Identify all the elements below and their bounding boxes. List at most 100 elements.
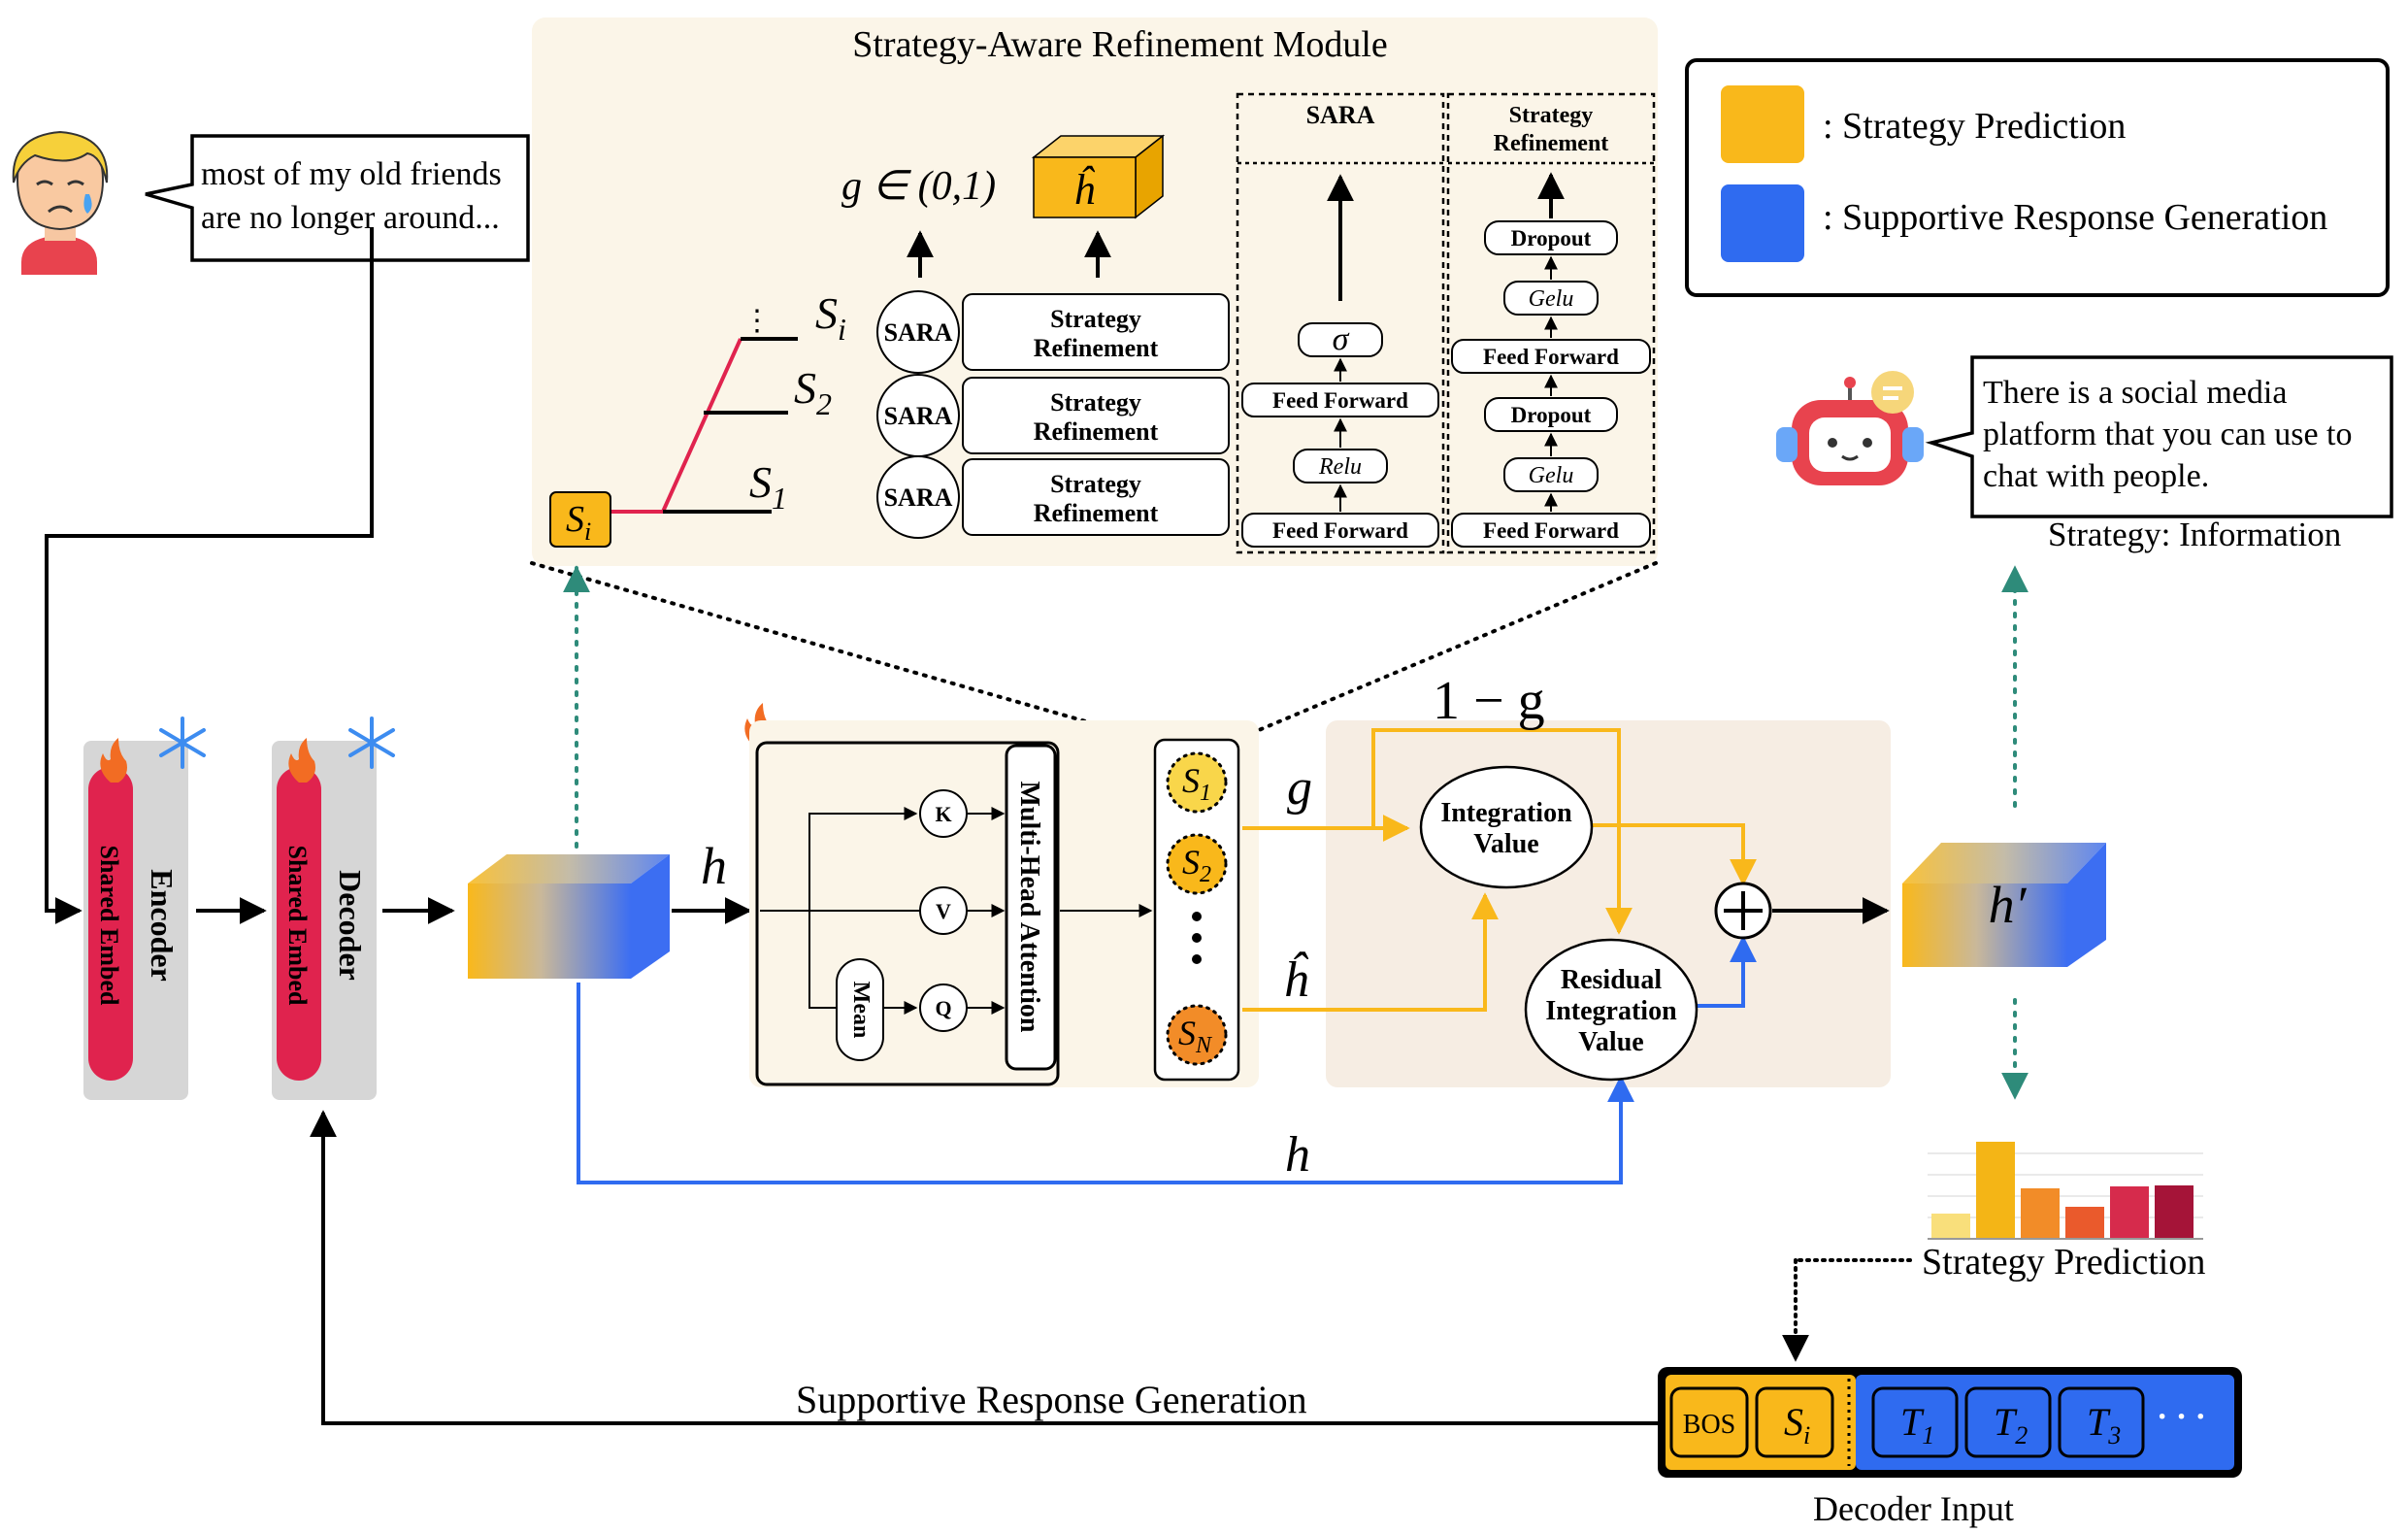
svg-text:T1: T1 <box>1900 1400 1934 1450</box>
svg-text:Gelu: Gelu <box>1529 463 1574 488</box>
svg-text:Feed Forward: Feed Forward <box>1272 388 1408 413</box>
svg-text:BOS: BOS <box>1683 1410 1735 1440</box>
svg-text:Refinement: Refinement <box>1034 417 1159 446</box>
chart-bar-1 <box>1931 1214 1970 1239</box>
svg-text:Multi-Head Attention: Multi-Head Attention <box>1014 782 1044 1033</box>
si-token: Si <box>549 491 611 548</box>
decoder-input-label: Decoder Input <box>1813 1489 2014 1528</box>
svg-text:Encoder: Encoder <box>145 869 180 982</box>
supportive-response-label: Supportive Response Generation <box>796 1378 1307 1421</box>
svg-text:Refinement: Refinement <box>1034 499 1159 527</box>
sara-row-3: SARA Strategy Refinement <box>876 455 1230 539</box>
robot-icon <box>1776 371 1924 485</box>
svg-text:· · ·: · · · <box>2157 1399 2206 1435</box>
svg-text:ĥ: ĥ <box>1073 165 1096 214</box>
encoder-block: Shared Embed Encoder <box>83 741 188 1100</box>
svg-text:V: V <box>936 899 951 923</box>
svg-text:Strategy: Strategy <box>1050 388 1141 417</box>
svg-text:Dropout: Dropout <box>1511 226 1592 250</box>
sara-row-2: SARA Strategy Refinement <box>876 374 1230 457</box>
token-bos <box>1669 1386 1749 1458</box>
h-bottom-label: h <box>1285 1127 1310 1183</box>
chart-bar-2 <box>1976 1142 2015 1239</box>
refinement-module-panel <box>532 17 1658 566</box>
g-label: g <box>1287 760 1312 816</box>
svg-text:most of my old friends: most of my old friends <box>201 156 502 192</box>
svg-text:Value: Value <box>1578 1027 1643 1057</box>
svg-text:platform that you can use to: platform that you can use to <box>1983 417 2353 452</box>
legend-label-strategy: : Strategy Prediction <box>1823 106 2126 147</box>
svg-text:Refinement: Refinement <box>1034 334 1159 362</box>
svg-text:Strategy: Strategy <box>1050 470 1141 498</box>
fire-icon <box>100 738 127 783</box>
svg-text:Residual: Residual <box>1561 965 1662 995</box>
attention-panel: Multi-Head Attention K V Mean Q <box>749 720 1259 1087</box>
strategy-branches: ⋮ Si S2 S1 <box>604 288 846 516</box>
svg-text:SARA: SARA <box>884 483 953 512</box>
h-hat-label: ĥ <box>1283 950 1309 1008</box>
h-prime-cube: h′ <box>1902 843 2106 967</box>
svg-text:SARA: SARA <box>884 318 953 347</box>
decoder-input-sequence: BOS Si T1 T2 T3 · · · <box>1658 1367 2242 1478</box>
token-t1 <box>1871 1386 1959 1458</box>
svg-text:Integration: Integration <box>1545 996 1677 1026</box>
svg-text:Feed Forward: Feed Forward <box>1483 345 1619 369</box>
gate-formula: g ∈ (0,1) <box>841 164 996 209</box>
svg-text:chat with people.: chat with people. <box>1983 458 2209 494</box>
svg-text:Feed Forward: Feed Forward <box>1272 518 1408 543</box>
svg-text:K: K <box>935 802 951 826</box>
user-avatar-icon <box>12 130 109 275</box>
svg-text:Decoder: Decoder <box>333 870 368 981</box>
svg-text:Refinement: Refinement <box>1494 131 1609 156</box>
strategy-prediction-label: Strategy Prediction <box>1922 1242 2205 1283</box>
chart-bar-5 <box>2110 1186 2149 1239</box>
snowflake-icon <box>159 717 206 769</box>
legend: : Strategy Prediction : Supportive Respo… <box>1685 58 2390 297</box>
svg-text:Strategy: Strategy <box>1050 305 1141 333</box>
snowflake-icon <box>348 717 395 769</box>
svg-text:SARA: SARA <box>1306 101 1375 129</box>
svg-text:Mean: Mean <box>848 982 874 1039</box>
svg-text:Shared Embed: Shared Embed <box>283 846 312 1006</box>
svg-text:Dropout: Dropout <box>1511 403 1592 427</box>
strategy-label: Strategy: Information <box>2048 516 2341 553</box>
svg-text:σ: σ <box>1333 321 1350 357</box>
user-speech-bubble: most of my old friends are no longer aro… <box>145 134 530 262</box>
decoder-block: Shared Embed Decoder <box>272 741 377 1100</box>
refinement-detail-stack: Strategy Refinement Dropout Gelu Feed Fo… <box>1446 92 1656 554</box>
svg-text:Integration: Integration <box>1440 798 1572 828</box>
svg-text:Value: Value <box>1473 829 1538 859</box>
svg-text:Shared Embed: Shared Embed <box>95 846 123 1006</box>
token-t2 <box>1964 1386 2052 1458</box>
token-t3 <box>2058 1386 2145 1458</box>
svg-text:Strategy: Strategy <box>1509 103 1594 128</box>
h-label: h <box>701 837 727 895</box>
legend-swatch-blue <box>1721 184 1804 262</box>
svg-text:Q: Q <box>935 996 951 1020</box>
chart-bar-4 <box>2065 1207 2104 1239</box>
strategy-prediction-chart <box>1928 1142 2203 1240</box>
svg-text:Feed Forward: Feed Forward <box>1483 518 1619 543</box>
legend-label-generation: : Supportive Response Generation <box>1823 197 2327 238</box>
one-minus-g-label: 1 − g <box>1433 671 1545 731</box>
sum-node <box>1714 882 1772 940</box>
chart-bar-6 <box>2155 1185 2194 1239</box>
bot-speech-bubble: There is a social media platform that yo… <box>1925 355 2393 518</box>
svg-text:h′: h′ <box>1989 876 2028 934</box>
svg-text:SARA: SARA <box>884 402 953 430</box>
svg-text:⋮: ⋮ <box>742 305 772 337</box>
token-si <box>1755 1386 1834 1458</box>
h-hat-cube: ĥ <box>1031 134 1166 219</box>
sara-row-1: SARA Strategy Refinement <box>876 290 1230 374</box>
sara-detail-stack: SARA σ Feed Forward Relu Feed Forward <box>1236 92 1445 554</box>
residual-integration-node: Residual Integration Value <box>1524 938 1699 1082</box>
svg-text:Relu: Relu <box>1318 454 1362 480</box>
legend-swatch-yellow <box>1721 85 1804 163</box>
svg-text:are no longer around...: are no longer around... <box>201 200 500 236</box>
integration-value-node: Integration Value <box>1419 765 1594 889</box>
module-title: Strategy-Aware Refinement Module <box>852 24 1388 65</box>
svg-text:Gelu: Gelu <box>1529 286 1574 312</box>
fire-icon <box>288 738 315 783</box>
chart-bar-3 <box>2021 1188 2060 1239</box>
